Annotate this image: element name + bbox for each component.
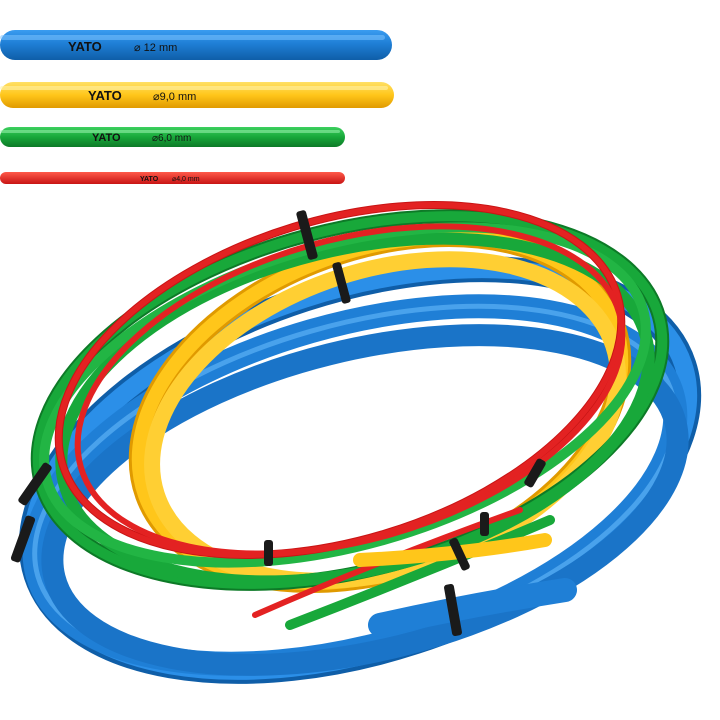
cable-ties xyxy=(10,210,546,636)
tube-label-size: ⌀ 12 mm xyxy=(134,42,177,54)
tube-label-size: ⌀4,0 mm xyxy=(172,176,200,183)
tube-sample-red: YATO ⌀4,0 mm xyxy=(0,172,345,184)
cable-tie xyxy=(18,462,52,506)
tube-label-brand: YATO xyxy=(92,132,121,144)
tube-label-size: ⌀9,0 mm xyxy=(153,91,196,103)
cable-tie xyxy=(332,262,351,304)
tube-label-brand: YATO xyxy=(88,88,122,103)
blue-coil-ring xyxy=(41,324,689,676)
cable-tie xyxy=(264,540,273,566)
tube-label-brand: YATO xyxy=(68,39,102,54)
tube-sample-green: YATO ⌀6,0 mm xyxy=(0,127,345,147)
green-loose-end xyxy=(285,515,555,630)
cable-tie xyxy=(524,458,546,488)
cable-tie xyxy=(480,512,489,536)
tube-coils xyxy=(10,201,702,684)
tube-label-brand: YATO xyxy=(140,176,159,183)
tube-label-size: ⌀6,0 mm xyxy=(152,133,191,144)
cable-tie xyxy=(10,515,36,563)
cable-tie xyxy=(296,210,318,260)
blue-loose-end xyxy=(368,578,577,637)
cable-tie xyxy=(444,584,462,636)
green-coil-ring xyxy=(39,222,651,568)
tube-sample-blue: YATO ⌀ 12 mm xyxy=(0,30,392,60)
cable-tie xyxy=(449,537,470,571)
tube-sample-yellow: YATO ⌀9,0 mm xyxy=(0,82,394,108)
